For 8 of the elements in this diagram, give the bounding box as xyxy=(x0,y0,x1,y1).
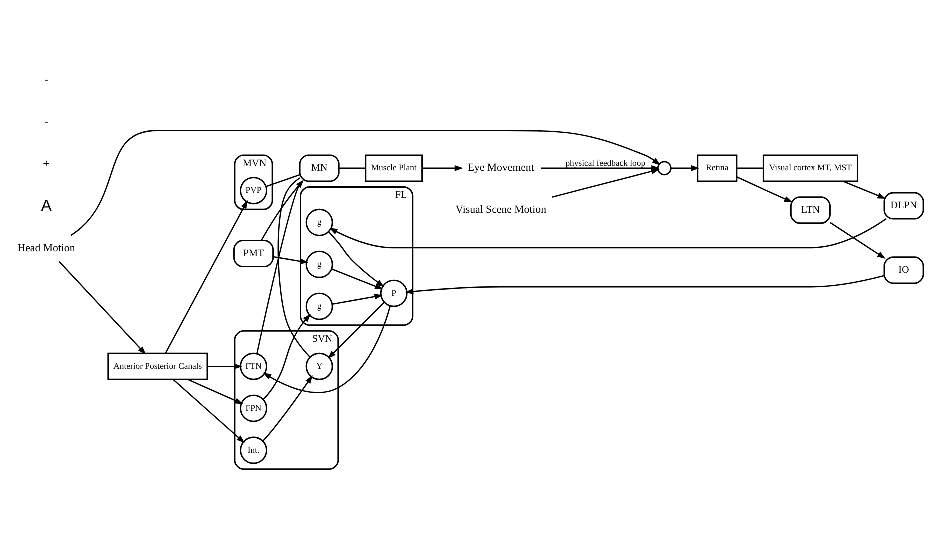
node-text: Visual Scene Motion xyxy=(456,204,547,216)
node-text: Eye Movement xyxy=(468,162,534,174)
label: A xyxy=(41,198,52,215)
label: + xyxy=(43,158,50,171)
label: - xyxy=(44,74,48,87)
node-text: Head Motion xyxy=(18,242,76,254)
label: - xyxy=(44,116,48,129)
edge-label: physical feedback loop xyxy=(566,158,646,168)
